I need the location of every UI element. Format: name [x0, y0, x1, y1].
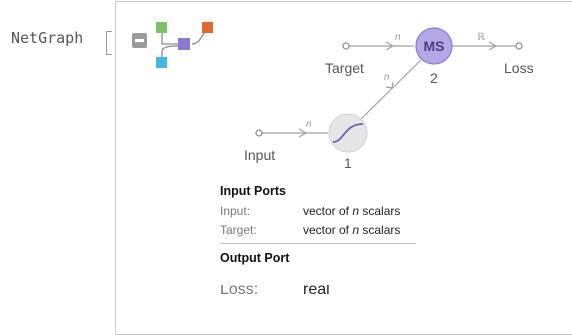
edge-target-ms-label: n: [395, 32, 401, 43]
port-name: Loss:: [220, 285, 259, 295]
netgraph-head-label: NetGraph: [11, 29, 84, 47]
ramp-node[interactable]: [328, 113, 368, 153]
ramp-curve-icon: [332, 123, 364, 143]
loss-label: Loss: [504, 60, 534, 76]
thumbnail-edge: [161, 45, 179, 58]
port-row: Loss: real: [220, 285, 420, 295]
thumbnail-orange-node: [202, 22, 213, 33]
ms-index: 2: [430, 70, 438, 86]
port-value: vector of n scalars: [303, 223, 401, 237]
ramp-index: 1: [344, 155, 352, 171]
ports-info: Input Ports Input: vector of n scalars T…: [220, 180, 420, 269]
divider: [220, 243, 416, 244]
open-bracket: [106, 31, 112, 55]
port-value: real: [303, 285, 330, 295]
target-port[interactable]: [342, 42, 350, 50]
port-row: Target: vector of n scalars: [220, 221, 420, 240]
edge-ms-loss-label: ℝ: [477, 32, 485, 43]
collapse-button[interactable]: [132, 33, 147, 48]
thumbnail-green-node: [156, 22, 167, 33]
ms-node[interactable]: [415, 27, 453, 65]
port-name: Input:: [220, 204, 251, 218]
edge-ramp-ms: [359, 59, 422, 121]
thumbnail-blue-node: [156, 57, 167, 68]
input-ports-title: Input Ports: [220, 184, 286, 198]
output-row-clip: Loss: real: [220, 285, 420, 295]
ms-node-label: MS: [424, 38, 445, 54]
edge-ramp-ms-label: n: [384, 72, 390, 83]
edge-input-ramp-label: n: [306, 119, 312, 130]
port-row: Input: vector of n scalars: [220, 202, 420, 221]
net-graph-diagram: n Target ℝ Loss n Input n 1 MS 2: [244, 27, 534, 171]
output-port-title: Output Port: [220, 251, 290, 265]
thumbnail-edge: [161, 31, 206, 45]
port-name: Target:: [220, 223, 257, 237]
port-value: vector of n scalars: [303, 204, 401, 218]
input-port[interactable]: [255, 129, 263, 137]
loss-port[interactable]: [515, 42, 523, 50]
netgraph-thumbnail-icon[interactable]: [150, 18, 220, 73]
input-label: Input: [244, 147, 275, 163]
netgraph-panel: n Target ℝ Loss n Input n 1 MS 2 Input P…: [115, 1, 572, 335]
target-label: Target: [325, 60, 364, 76]
thumbnail-purple-node: [178, 38, 190, 50]
